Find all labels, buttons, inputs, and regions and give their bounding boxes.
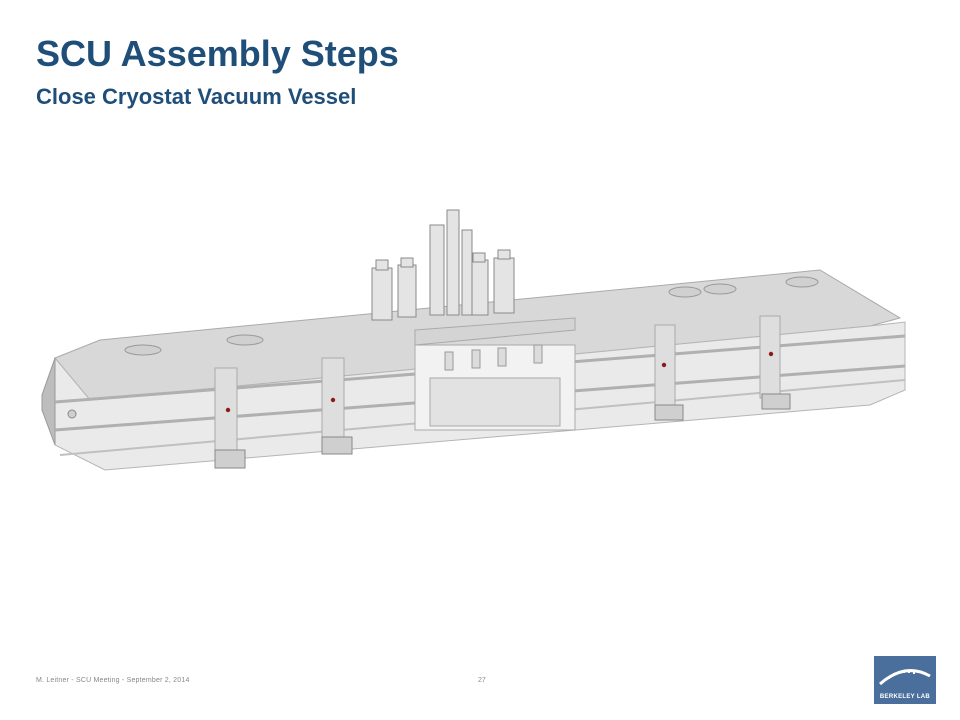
footer-credit: M. Leitner - SCU Meeting - September 2, … xyxy=(36,677,190,684)
support-foot xyxy=(654,404,684,421)
support-foot xyxy=(321,436,353,455)
support-foot xyxy=(214,449,246,469)
center-turret-panel xyxy=(429,377,561,427)
strap xyxy=(214,367,238,464)
vessel-left-end xyxy=(41,357,56,446)
strap xyxy=(321,357,345,451)
logo-text: BERKELEY LAB xyxy=(879,694,931,700)
lab-building-icon xyxy=(879,669,931,686)
turret-valves xyxy=(444,344,543,371)
slide-subtitle: Close Cryostat Vacuum Vessel xyxy=(36,84,357,109)
slide-title: SCU Assembly Steps xyxy=(36,33,399,74)
berkeley-lab-logo: BERKELEY LAB xyxy=(874,656,936,704)
center-turret-top xyxy=(414,317,576,346)
page-number: 27 xyxy=(478,677,486,684)
strap xyxy=(654,324,676,411)
end-port xyxy=(67,409,77,419)
top-flanges xyxy=(124,276,819,356)
cryocooler-towers xyxy=(371,209,515,321)
strap xyxy=(759,315,781,399)
support-foot xyxy=(761,393,791,410)
red-markers xyxy=(225,351,774,413)
cryostat-vessel-illustration xyxy=(41,209,906,471)
